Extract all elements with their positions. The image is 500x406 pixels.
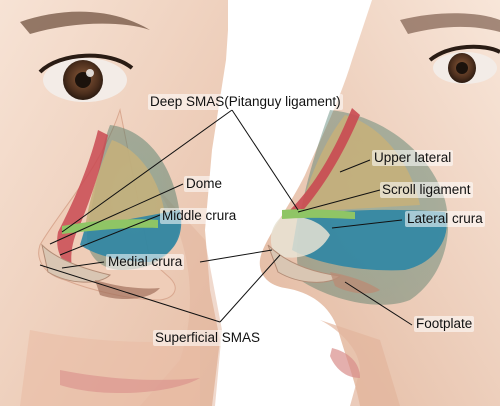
leader-medial-crura-right (199, 249, 273, 263)
left-ligament-red (57, 130, 108, 268)
label-lateral-crura: Lateral crura (405, 211, 485, 227)
right-eye-pupil (456, 62, 468, 74)
leader-dome (49, 183, 184, 245)
label-deep-smas: Deep SMAS(Pitanguy ligament) (148, 94, 343, 110)
leader-lateral-crura (331, 219, 403, 229)
leader-medial-crura-left (61, 261, 105, 269)
label-upper-lateral: Upper lateral (372, 150, 454, 166)
label-scroll-ligament: Scroll ligament (380, 182, 473, 198)
leader-lines (39, 109, 413, 326)
right-ligament-red (290, 108, 360, 216)
right-lip-red (330, 348, 360, 378)
label-footplate: Footplate (414, 316, 475, 332)
leader-middle-crura (59, 214, 161, 256)
left-medial-crura (41, 243, 111, 283)
right-upper-lip (320, 320, 400, 406)
right-face (259, 0, 500, 406)
right-dome-cartilage (270, 216, 330, 258)
leader-scroll-ligament (297, 189, 381, 213)
left-lip-red (60, 370, 200, 394)
leader-deep-smas-left (61, 109, 233, 233)
right-eyebrow (400, 13, 500, 34)
right-footplate (330, 272, 380, 294)
left-eyebrow (20, 11, 150, 34)
label-dome: Dome (184, 176, 225, 192)
left-scroll-band (62, 219, 158, 234)
label-superficial-smas: Superficial SMAS (153, 330, 263, 346)
leader-superficial-smas-right (219, 254, 281, 323)
label-medial-crura: Medial crura (106, 254, 185, 270)
left-cheek-shadow (140, 180, 222, 406)
right-eyelashes (428, 44, 500, 62)
left-upper-lateral-cartilage (85, 140, 165, 228)
leader-footplate (344, 281, 413, 326)
left-eye-highlight (86, 69, 94, 77)
leader-deep-smas-right (231, 109, 299, 211)
leader-superficial-smas-left (39, 264, 221, 323)
label-middle-crura: Middle crura (160, 208, 239, 224)
left-eye-pupil (75, 72, 91, 88)
left-nostril (95, 280, 160, 300)
leader-upper-lateral (339, 159, 371, 173)
left-eyelashes (38, 53, 134, 74)
